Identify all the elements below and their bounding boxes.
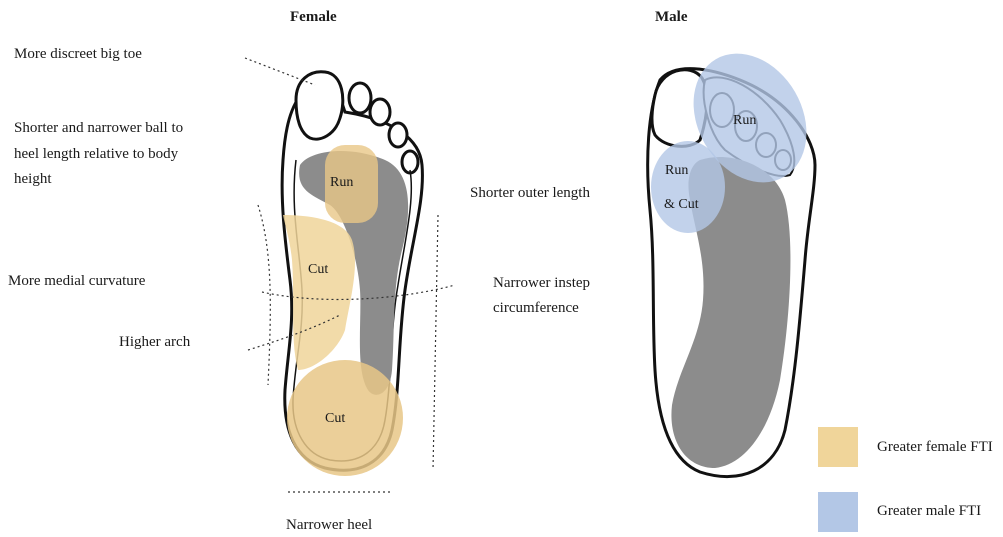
label-big-toe: More discreet big toe: [14, 43, 142, 66]
legend-female-label: Greater female FTI: [877, 436, 993, 459]
label-outer-length: Shorter outer length: [470, 182, 590, 205]
label-ball-to-heel-2: heel length relative to body: [14, 143, 178, 166]
label-ball-to-heel-3: height: [14, 168, 52, 191]
female-run-label: Run: [330, 172, 353, 194]
female-title: Female: [290, 9, 337, 26]
male-run-cut-label-1: Run: [665, 160, 688, 182]
female-big-toe: [296, 72, 343, 139]
male-run-label: Run: [733, 110, 756, 132]
male-title: Male: [655, 9, 687, 26]
legend-female-swatch: [818, 427, 858, 467]
female-toe-4: [389, 123, 407, 147]
female-arch-cut-label: Cut: [308, 259, 328, 281]
label-medial-curvature: More medial curvature: [8, 270, 145, 293]
male-run-cut-zone: [651, 141, 725, 233]
legend-male-swatch: [818, 492, 858, 532]
male-run-cut-label-2: & Cut: [664, 194, 699, 216]
medial-curvature-leader: [258, 205, 270, 385]
label-instep-2: circumference: [493, 297, 579, 320]
legend-male-label: Greater male FTI: [877, 500, 981, 523]
label-ball-to-heel-1: Shorter and narrower ball to: [14, 117, 183, 140]
female-toe-5: [402, 151, 418, 173]
label-higher-arch: Higher arch: [119, 331, 190, 354]
outer-length-leader: [433, 215, 438, 470]
female-toe-3: [370, 99, 390, 125]
label-instep-1: Narrower instep: [493, 272, 590, 295]
female-toe-2: [349, 83, 371, 113]
label-narrower-heel: Narrower heel: [286, 514, 372, 537]
male-foot: [648, 33, 829, 476]
female-foot: [245, 58, 455, 492]
female-heel-cut-label: Cut: [325, 408, 345, 430]
